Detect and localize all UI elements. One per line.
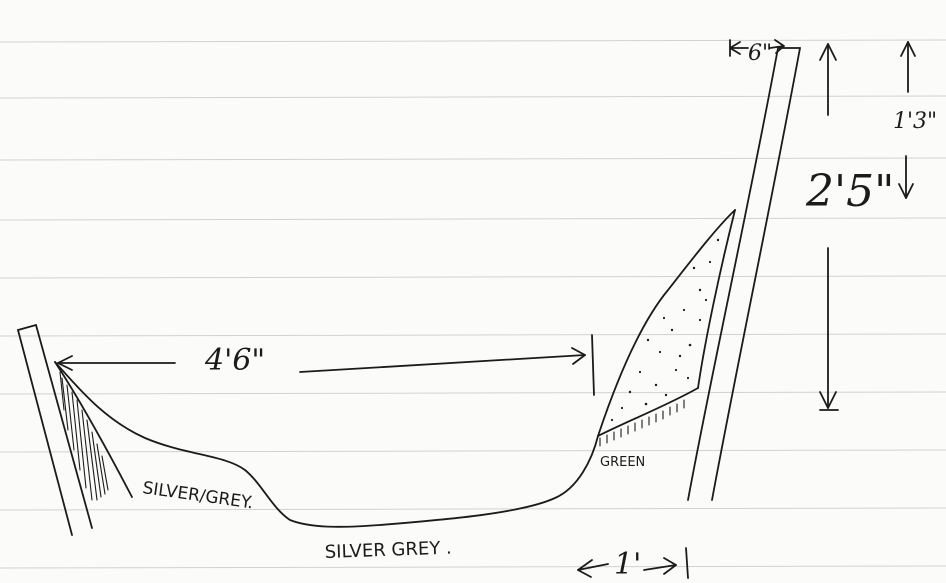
upper-height-dimension-label: 1'3": [893, 109, 937, 134]
right-wall: [687, 47, 801, 501]
width-dimension-left: 4'6": [57, 334, 595, 396]
left-wall: [17, 324, 93, 536]
right-slope-label: GREEN: [600, 455, 645, 470]
left-hatched-deposit: [54, 361, 133, 501]
bottom-width-dimension-label: 1': [614, 547, 641, 582]
wall-thickness-dimension: 6": [729, 39, 785, 66]
upper-height-dimension: 1'3": [893, 41, 937, 199]
right-stippled-deposit: [597, 209, 736, 447]
bottom-width-dimension: 1': [577, 547, 689, 582]
left-slope-label: SILVER/GREY.: [141, 478, 254, 513]
total-height-dimension-label: 2'5": [805, 166, 894, 217]
wall-thickness-dimension-label: 6": [748, 41, 772, 66]
width-dimension-left-label: 4'6": [204, 343, 265, 378]
total-height-dimension: 2'5": [805, 43, 894, 411]
bottom-label: SILVER GREY .: [324, 538, 452, 563]
channel-bed-profile: [54, 361, 599, 528]
ruled-lines: [0, 39, 946, 569]
